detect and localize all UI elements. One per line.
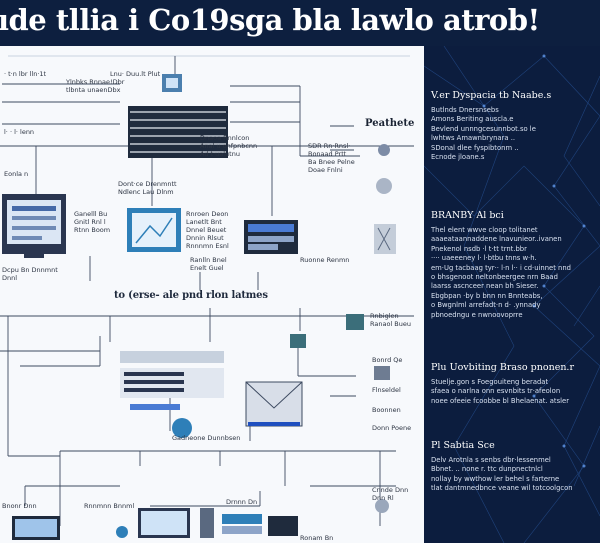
- panel-section-2-line: o bhsgenoot neltonbeergee nrn Baad: [431, 273, 558, 282]
- panel-section-4-line: nollay by wwthow ler behel s farterne: [431, 474, 560, 483]
- label-rs1: Rnbiglen: [370, 312, 399, 320]
- label-tc2: Dnaoa Rnnlcon: [200, 134, 250, 142]
- panel-section-1-line: SDonal dlee fyspibtonm ..: [431, 143, 519, 152]
- panel-section-1: V.er Dyspacia tb Naabe.s Butlnds Dnersns…: [431, 90, 599, 162]
- panel-section-1-line: Bevlend unnngcesunnbot.so le: [431, 124, 536, 133]
- label-rs7: Cnnde Dnn: [372, 486, 409, 494]
- label-bl1: Ganelll Bu: [74, 210, 108, 218]
- title-banner: ıde tllia i Co19sga bla lawlo atrob!: [0, 0, 600, 46]
- label-mc3: Gadneone Dunnbsen: [172, 434, 241, 442]
- panel-section-2-line: pbnoedngu e nwnoovoprre: [431, 310, 523, 319]
- panel-section-3-line: sfaea o narlna onn esvnbits tr·afeolon: [431, 387, 561, 396]
- label-tl2: Ylnbks Rnnae!Dbr: [66, 78, 125, 86]
- label-mc2: Ndlenc Lau Dlnm: [118, 188, 174, 196]
- diagram-canvas: [0, 55, 414, 540]
- label-b2e: Rnnnmn Esnl: [186, 242, 229, 250]
- center-screen: [127, 208, 181, 252]
- label-tl3: tlbnta unaenDbx: [66, 86, 121, 94]
- panel-section-2-line: ···· uaeeeney l· l·btbu tnns w·h.: [431, 254, 537, 263]
- label-ml2: Eonla n: [4, 170, 29, 178]
- label-bot4: Ronam Bn: [300, 534, 334, 542]
- envelope-icon: [245, 381, 303, 427]
- right-dashboard: [244, 220, 298, 254]
- label-mr2: Bonaad Prtt: [308, 150, 347, 158]
- label-tc3: Anal u ohfpnbcnn: [200, 142, 258, 150]
- panel-section-1-title: V.er Dyspacia tb Naabe.s: [431, 90, 552, 101]
- label-b3a: Ranlln Bnel: [190, 256, 227, 264]
- label-rs3: Bonrd Qe: [372, 356, 403, 364]
- center-cluster: [120, 351, 224, 438]
- side-heading: Peathete: [365, 118, 415, 129]
- left-monitor: [2, 194, 66, 258]
- label-bot2: Rnnmnn Bnnml: [84, 502, 135, 510]
- label-bl5: Dnnl: [2, 274, 18, 282]
- label-bot1: Bnonr Dnn: [2, 502, 37, 510]
- label-mr3: Ba Bnee Pelne: [308, 158, 355, 166]
- panel-section-2: BRANBY Al bci Thel elent wwve cloop toli…: [431, 210, 599, 320]
- label-bl3: Rtnn Boom: [74, 226, 111, 234]
- architecture-diagram: to (erse- ale pnd rlon latmes Peathete ·…: [0, 46, 424, 543]
- label-bot3: Drnnn Dn: [226, 498, 258, 506]
- panel-section-1-line: Butlnds Dnersnsebs: [431, 106, 499, 114]
- top-center-server: [128, 74, 228, 158]
- panel-section-3-line: noee ofeeie fcoobbe bl Bhelaenat. atsler: [431, 396, 569, 405]
- page-title: ıde tllia i Co19sga bla lawlo atrob!: [0, 3, 540, 37]
- panel-section-3: Plu Uovbiting Braso pnonen.r Stuelje.gon…: [431, 362, 599, 406]
- panel-section-4-title: Pl Sabtia Sce: [431, 440, 495, 451]
- panel-section-2-line: laarss ascnceer nean bh Sieser.: [431, 282, 539, 291]
- panel-section-4: Pl Sabtia Sce Delv Arotnla s senbs dbr·l…: [431, 440, 599, 494]
- label-b3b: Enelt Guel: [190, 264, 224, 272]
- label-tc1: Lnu· Duu.lt Plut: [110, 70, 161, 78]
- label-ml1: l· · l· lenn: [4, 128, 35, 136]
- label-mr1: SDR Rn·Rnsl·: [308, 142, 351, 150]
- label-rs2: Ranaol Bueu: [370, 320, 412, 328]
- label-tc4: Ad t·ualutnu: [200, 150, 240, 158]
- panel-section-1-line: lwhtws Amawnbrynara ..: [431, 134, 516, 143]
- network-mesh-decoration: [424, 46, 600, 543]
- label-bl4: Dcpu Bn Dnnmnt: [2, 266, 58, 274]
- panel-section-2-line: Thel elent wwve cloop tolitanet: [431, 226, 538, 234]
- label-bl2: Gnitl Rnl l: [74, 218, 106, 226]
- label-mr4: Doae Fnlni: [308, 166, 343, 174]
- panel-section-4-line: Delv Arotnla s senbs dbr·lessenmel: [431, 456, 551, 464]
- panel-section-2-line: Pnekenol nsdb ·l t·tt trnt.bbr: [431, 244, 527, 253]
- label-b2d: Dnnin Rlsut: [186, 234, 224, 242]
- panel-section-1-line: Ecnode jloane.s: [431, 153, 485, 162]
- panel-section-1-line: Amons Beriting auscla.e: [431, 115, 514, 124]
- label-b3c: Ruonne Renmn: [300, 256, 350, 264]
- panel-section-2-line: em·Ug tacbaag tyr·· l·n l·· i cd·uinnet …: [431, 263, 571, 272]
- label-tl1: · t·n lbr lln·1t: [4, 70, 47, 78]
- panel-section-3-line: Stuelje.gon s Foegouiteng beradat: [431, 378, 549, 386]
- panel-section-2-title: BRANBY Al bci: [431, 210, 504, 221]
- panel-section-2-line: o Bwgnlml arrefadt·n d· .ynnady: [431, 301, 541, 310]
- panel-section-4-line: Bbnet. .. none r. ttc dunpnectnlcl: [431, 465, 543, 474]
- panel-section-2-line: Ebgbpan ·by b bnn nn Bnnteabs,: [431, 291, 543, 300]
- label-rs6: Donn Poene: [372, 424, 412, 432]
- label-mc1: Dont·ce Drenmntt: [118, 180, 177, 188]
- label-rs4: Flnseldel: [372, 386, 401, 394]
- label-b2c: Dnnel Beuet: [186, 226, 227, 234]
- label-rs8: Dnn Rl: [372, 494, 394, 502]
- panel-section-4-line: tlat dantmnedbnce veane wil totcoolgcon: [431, 484, 573, 493]
- side-icons: [290, 144, 396, 513]
- label-b2a: Rnroen Deon: [186, 210, 229, 218]
- label-b2b: Lanetlt Bnt: [186, 218, 222, 226]
- section-label: to (erse- ale pnd rlon latmes: [114, 290, 268, 301]
- description-panel: V.er Dyspacia tb Naabe.s Butlnds Dnersns…: [424, 46, 600, 543]
- panel-section-3-title: Plu Uovbiting Braso pnonen.r: [431, 362, 574, 373]
- panel-section-2-line: aaaeataannaddene lnavunieor..ivanen: [431, 235, 562, 244]
- label-rs5: Boonnen: [372, 406, 401, 414]
- bottom-devices: [12, 508, 298, 540]
